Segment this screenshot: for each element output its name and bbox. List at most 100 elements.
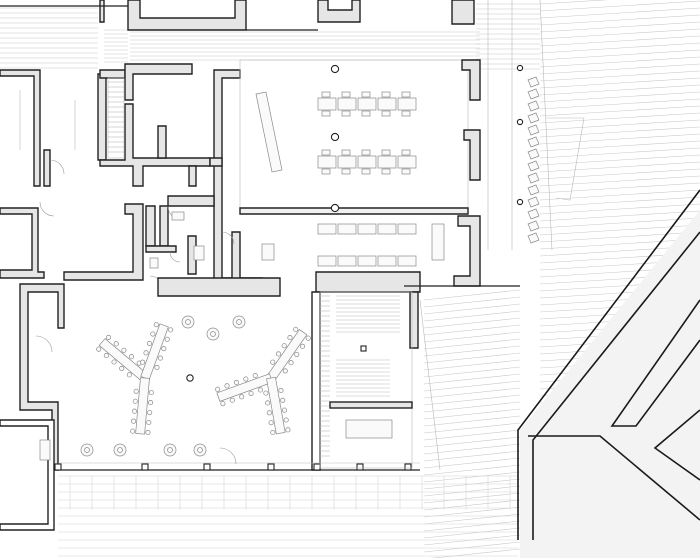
hatch-line [423, 324, 521, 336]
column [516, 198, 524, 206]
lower-hall [0, 277, 420, 531]
hatch-line [539, 21, 700, 33]
hatch-line [539, 112, 700, 124]
table [337, 255, 357, 267]
table-arm [266, 329, 308, 382]
hatch-line [423, 373, 521, 385]
hatch-line [423, 443, 521, 455]
stool [265, 400, 271, 406]
stool [161, 346, 167, 352]
hatch-line [539, 126, 700, 138]
stool [270, 429, 276, 436]
table [377, 97, 397, 111]
stool [130, 428, 136, 434]
chair [527, 208, 540, 220]
chair [527, 196, 540, 208]
column [186, 374, 194, 382]
hatch-line [539, 14, 700, 26]
chair [401, 149, 411, 156]
hatch-line [539, 84, 700, 96]
chair [527, 184, 540, 196]
stool [293, 326, 299, 332]
table [357, 223, 377, 235]
column [267, 463, 275, 471]
chair [321, 168, 331, 175]
table [337, 97, 357, 111]
hatch-line [539, 189, 700, 201]
stool [285, 427, 291, 433]
chair [361, 149, 371, 156]
chair [381, 110, 391, 117]
hatch-line [423, 436, 521, 448]
table [397, 155, 417, 169]
round-table-top [167, 447, 173, 453]
stool [263, 390, 269, 396]
hatch-line [423, 429, 521, 441]
hatch-line [423, 296, 521, 308]
hatch-line [423, 415, 521, 427]
column [516, 64, 524, 72]
hatch-line [423, 289, 521, 301]
column [203, 463, 211, 471]
chair [321, 110, 331, 117]
hatch-line [539, 56, 700, 68]
table-arm [140, 323, 169, 380]
stool [133, 388, 139, 394]
stool [113, 341, 119, 347]
chair [527, 172, 540, 184]
stool [287, 335, 293, 341]
hatch-line [423, 408, 521, 420]
hatch-line [423, 317, 521, 329]
stool [96, 346, 102, 352]
column [404, 463, 412, 471]
stool [146, 340, 152, 346]
hatch-line [423, 464, 521, 476]
paving-hatch-north [0, 3, 540, 70]
hatch-line [539, 175, 700, 187]
stool [282, 368, 288, 374]
stool [145, 429, 151, 436]
hatch-line [539, 182, 700, 194]
stool [233, 379, 239, 385]
stool [128, 354, 135, 360]
chair [341, 91, 351, 98]
north-wall-block [0, 0, 475, 31]
chair [321, 91, 331, 98]
hatch-line [539, 161, 700, 173]
hatch-line [539, 0, 700, 12]
chair [381, 168, 391, 175]
chair [527, 220, 540, 232]
chair [527, 124, 540, 136]
stool [305, 335, 311, 341]
stool [294, 351, 300, 358]
round-table-top [117, 447, 123, 453]
hatch-line [539, 238, 700, 250]
stool [239, 394, 245, 400]
stool [215, 386, 221, 392]
stool [248, 390, 254, 396]
stool [106, 334, 112, 340]
table [317, 97, 337, 111]
chair [341, 149, 351, 156]
hatch-line [423, 499, 521, 511]
table [317, 255, 337, 267]
hatch-line [539, 140, 700, 152]
chair [401, 168, 411, 175]
stool [154, 364, 160, 371]
hatch-line [423, 541, 521, 553]
stool [130, 418, 137, 424]
hatch-line [539, 77, 700, 89]
stool [283, 417, 289, 423]
table [337, 155, 357, 169]
stool [143, 350, 149, 356]
hatch-line [423, 492, 521, 504]
stool [168, 327, 174, 333]
round-table-top [84, 447, 90, 453]
round-table-top [197, 447, 203, 453]
column [330, 203, 340, 213]
hatch-line [423, 527, 521, 539]
stool [146, 419, 152, 426]
column [141, 463, 149, 471]
chair [527, 232, 540, 244]
